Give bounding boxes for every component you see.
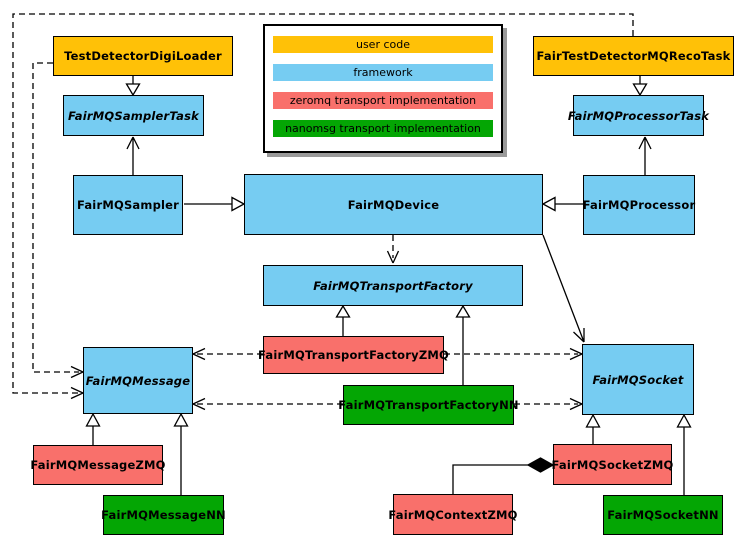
legend-item-user-code: user code: [273, 36, 493, 53]
class-fairmqprocessor: FairMQProcessor: [583, 175, 695, 235]
edge-tfnn-depends-message: [192, 397, 343, 411]
edge-socketzmq-inherits-socket: [585, 413, 601, 444]
class-fairmqmessage: FairMQMessage: [83, 347, 193, 414]
class-fairmqtransportfactoryzmq: FairMQTransportFactoryZMQ: [258, 336, 449, 374]
edge-messagenn-inherits-message: [173, 412, 189, 495]
edge-contextzmq-composes-socketzmq: [452, 457, 555, 494]
class-testdetectordigiloader: TestDetectorDigiLoader: [53, 36, 233, 76]
class-fairmqsamplertask: FairMQSamplerTask: [63, 95, 204, 136]
edge-device-uses-socket: [542, 234, 585, 343]
class-fairtestdetectormqrecotask: FairTestDetectorMQRecoTask: [533, 36, 734, 76]
legend-item-zeromq: zeromq transport implementation: [273, 92, 493, 109]
legend-label: framework: [353, 66, 413, 79]
edge-device-depends-transportfactory: [386, 235, 400, 264]
legend-item-framework: framework: [273, 64, 493, 81]
legend-label: zeromq transport implementation: [289, 94, 477, 107]
class-fairmqsocket: FairMQSocket: [582, 344, 694, 415]
class-fairmqprocessortask: FairMQProcessorTask: [568, 95, 709, 136]
edge-messagezmq-inherits-message: [85, 412, 101, 445]
edge-digiloader-inherits-samplertask: [125, 76, 141, 97]
edge-recotask-inherits-processortask: [632, 76, 648, 97]
legend-label: user code: [355, 38, 411, 51]
class-fairmqcontextzmq: FairMQContextZMQ: [388, 494, 517, 535]
edge-tfzmq-depends-message: [192, 347, 263, 361]
edge-processor-uses-processortask: [638, 136, 652, 175]
edge-digiloader-depends-message: [32, 62, 84, 379]
edge-tfnn-inherits-transportfactory: [455, 304, 471, 385]
legend-label: nanomsg transport implementation: [285, 122, 481, 135]
class-fairmqsocketnn: FairMQSocketNN: [603, 495, 723, 535]
class-fairmqmessagezmq: FairMQMessageZMQ: [30, 445, 165, 485]
legend-item-nanomsg: nanomsg transport implementation: [273, 120, 493, 137]
edge-recotask-depends-message: [12, 13, 634, 400]
edge-processor-inherits-device: [541, 196, 583, 212]
class-fairmqdevice: FairMQDevice: [244, 174, 543, 235]
class-fairmqsocketzmq: FairMQSocketZMQ: [552, 444, 673, 485]
edge-sampler-uses-samplertask: [126, 136, 140, 175]
edge-tfnn-depends-socket: [514, 397, 583, 411]
class-fairmqtransportfactorynn: FairMQTransportFactoryNN: [338, 385, 519, 425]
class-fairmqsampler: FairMQSampler: [73, 175, 183, 235]
edge-tfzmq-depends-socket: [444, 347, 583, 361]
legend: user code framework zeromq transport imp…: [263, 24, 503, 153]
edge-sampler-inherits-device: [184, 196, 246, 212]
class-fairmqmessagenn: FairMQMessageNN: [101, 495, 226, 535]
edge-socketnn-inherits-socket: [676, 413, 692, 495]
edge-tfzmq-inherits-transportfactory: [335, 304, 351, 336]
class-fairmqtransportfactory: FairMQTransportFactory: [263, 265, 523, 306]
